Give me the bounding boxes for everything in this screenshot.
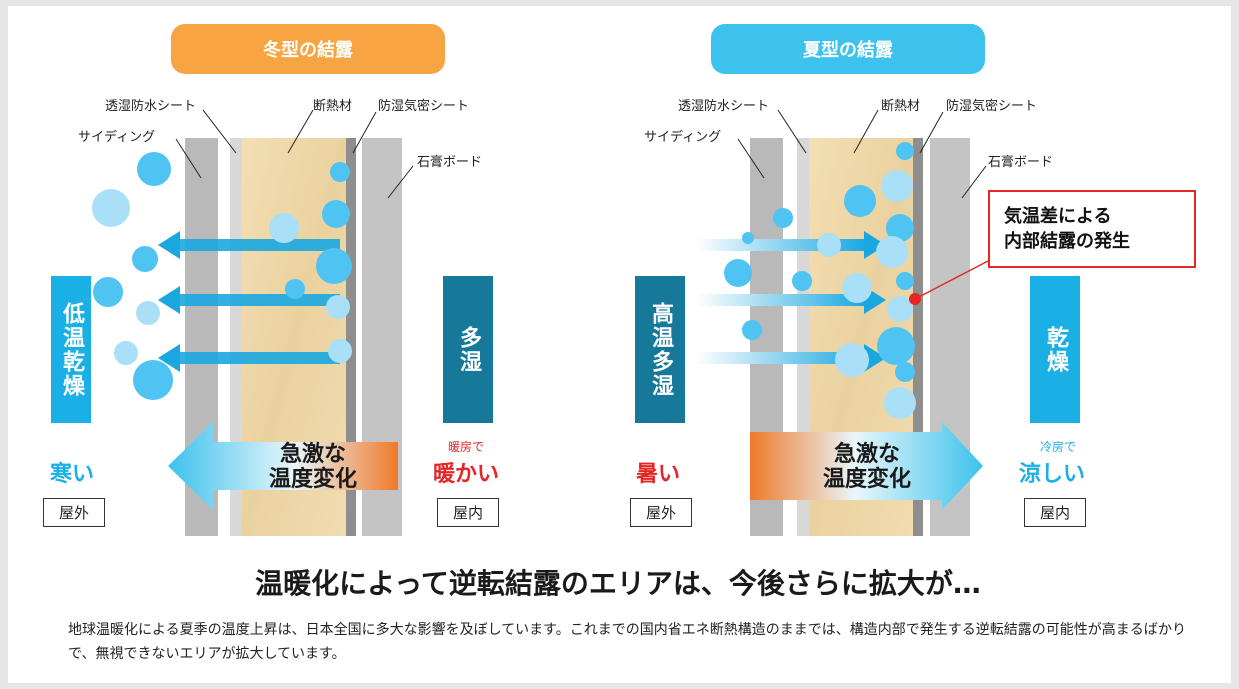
temperature-change-line2: 温度変化: [822, 467, 911, 493]
leader-lines: [737, 109, 987, 199]
leader-lines: [175, 109, 414, 199]
summer-wall-diagram: [696, 109, 989, 536]
insulation-label: 断熱材: [881, 99, 921, 114]
inside-label: 屋内: [1024, 498, 1086, 527]
outside-condition-box: 低温乾燥: [51, 276, 91, 423]
insulation-label: 断熱材: [313, 99, 353, 114]
membrane-layer: [230, 138, 242, 536]
vapor-sheet-layer: [346, 138, 356, 536]
callout-leader: [914, 260, 989, 300]
temperature-change-arrow: [168, 422, 398, 510]
inside-label: 屋内: [437, 498, 499, 527]
outside-condition-box: 高温多湿: [635, 276, 685, 423]
description: 地球温暖化による夏季の温度上昇は、日本全国に多大な影響を及ぼしています。これまで…: [68, 622, 1187, 662]
inside-condition-box: 多湿: [443, 276, 493, 423]
headline: 温暖化によって逆転結露のエリアは、今後さらに拡大が…: [255, 567, 981, 600]
temperature-change-line1: 急激な: [833, 442, 900, 467]
callout-line2: 内部結露の発生: [1004, 231, 1130, 252]
membrane-label: 透湿防水シート: [105, 99, 197, 114]
winter-wall-diagram: [92, 109, 414, 536]
vapor-sheet-label: 防湿気密シート: [378, 99, 470, 114]
siding-label: サイディング: [78, 130, 156, 145]
inside-temp: 暖かい: [433, 462, 500, 487]
inside-condition-box: 乾燥: [1030, 276, 1080, 423]
vapor-sheet-layer: [913, 138, 923, 536]
water-droplets: [92, 152, 352, 400]
outside-temp: 寒い: [50, 462, 95, 487]
gypsum-label: 石膏ボード: [988, 155, 1054, 170]
temperature-change-arrow: [750, 422, 983, 510]
condensation-callout: 気温差による 内部結露の発生: [988, 190, 1196, 268]
vapor-sheet-label: 防湿気密シート: [946, 99, 1038, 114]
siding-label: サイディング: [644, 130, 722, 145]
callout-line1: 気温差による: [1004, 205, 1112, 227]
outside-temp: 暑い: [636, 462, 681, 487]
diagram-card: 冬型の結露: [8, 6, 1231, 683]
temperature-change-text: 急激な 温度変化: [238, 442, 388, 493]
winter-title: 冬型の結露: [171, 24, 445, 74]
inside-temp: 涼しい: [1019, 462, 1086, 487]
summer-panel: 夏型の結露: [578, 6, 1196, 566]
gypsum-label: 石膏ボード: [417, 155, 483, 170]
water-droplets: [724, 142, 916, 419]
membrane-label: 透湿防水シート: [678, 99, 770, 114]
temperature-change-text: 急激な 温度変化: [792, 442, 942, 493]
temperature-change-line1: 急激な: [279, 442, 346, 467]
moisture-arrows: [158, 231, 340, 372]
inside-temp-note: 冷房で: [1040, 440, 1077, 454]
temperature-change-line2: 温度変化: [268, 467, 357, 493]
outside-label: 屋外: [43, 498, 105, 527]
inside-temp-note: 暖房で: [448, 440, 485, 454]
outside-label: 屋外: [630, 498, 692, 527]
summer-title: 夏型の結露: [711, 24, 985, 74]
winter-panel: 冬型の結露: [8, 6, 608, 566]
